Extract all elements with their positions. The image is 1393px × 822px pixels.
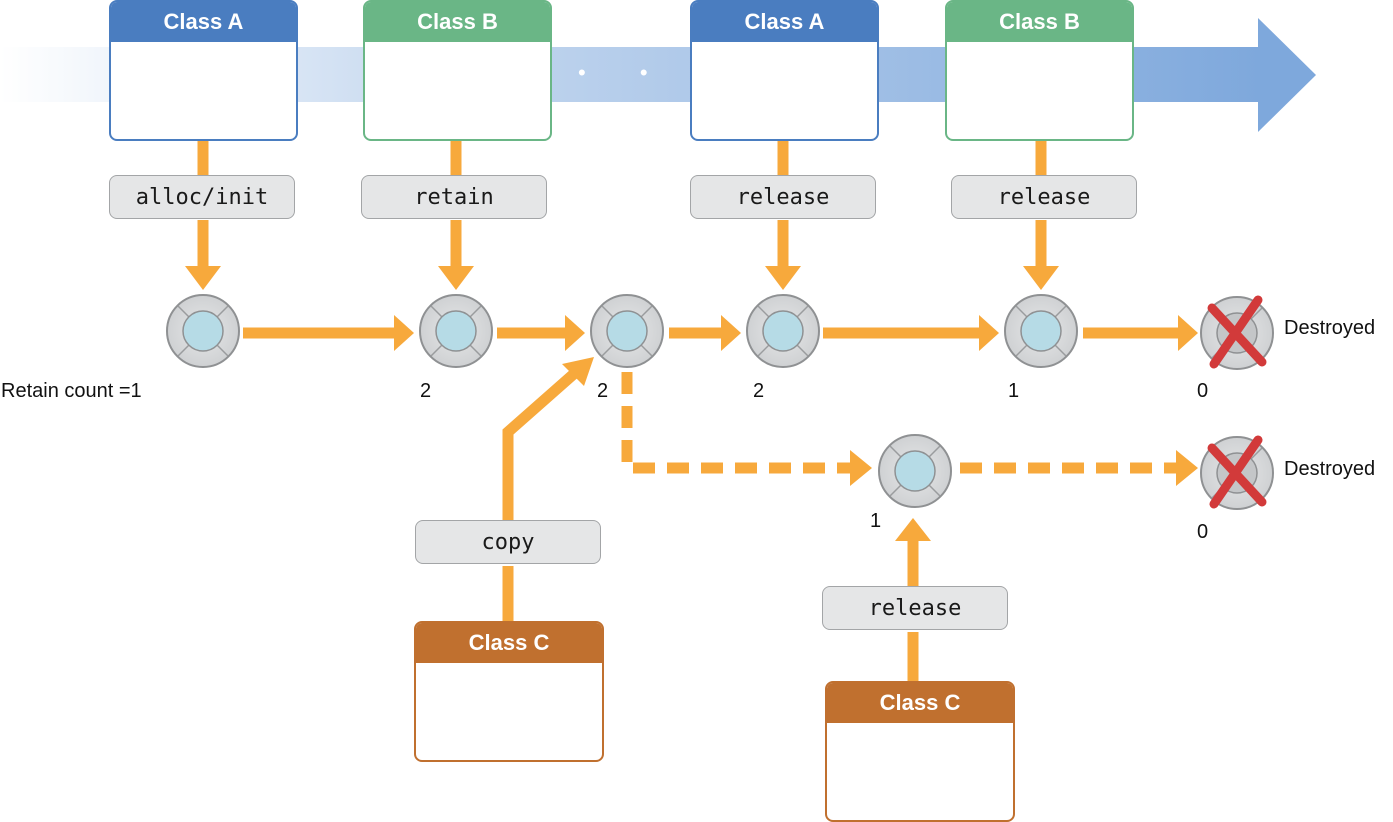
method-arrowheads: [185, 266, 1059, 290]
class-c-title: Class C: [416, 623, 602, 663]
main-flow-arrowheads: [394, 315, 1198, 351]
class-b-title: Class B: [947, 2, 1132, 42]
class-a-box: Class A: [109, 0, 298, 141]
class-c-title: Class C: [827, 683, 1013, 723]
retain-count-label: 0: [1197, 380, 1209, 402]
release-message: release: [951, 175, 1137, 219]
retain-message: retain: [361, 175, 547, 219]
timeline-ellipsis: • • •: [578, 60, 734, 85]
object-node: [166, 294, 240, 368]
alloc-init-message: alloc/init: [109, 175, 295, 219]
retain-count-label: 0: [1197, 521, 1209, 543]
object-copy-node: [878, 434, 952, 508]
copy-message: copy: [415, 520, 601, 564]
release-c-flow: [895, 518, 931, 682]
class-b-box: Class B: [363, 0, 552, 141]
destroyed-x-icon: [1207, 435, 1267, 509]
object-node: [590, 294, 664, 368]
class-c-box: Class C: [825, 681, 1015, 822]
method-connectors: [197, 140, 1047, 268]
class-c-box: Class C: [414, 621, 604, 762]
class-b-title: Class B: [365, 2, 550, 42]
destroyed-node: [1200, 435, 1274, 510]
object-node: [419, 294, 493, 368]
retain-count-label: 1: [870, 510, 882, 532]
retain-count-label: 2: [597, 380, 609, 402]
retain-count-label: 1: [1008, 380, 1020, 402]
release-message: release: [822, 586, 1008, 630]
copy-flow: [502, 357, 594, 622]
copy-branch-dashed: [621, 372, 1198, 486]
class-a-box: Class A: [690, 0, 879, 141]
destroyed-x-icon: [1207, 295, 1267, 369]
destroyed-label: Destroyed: [1284, 317, 1376, 339]
retain-count-label: 2: [420, 380, 432, 402]
class-a-title: Class A: [111, 2, 296, 42]
object-node: [1004, 294, 1078, 368]
release-message: release: [690, 175, 876, 219]
retain-count-label: 2: [753, 380, 765, 402]
class-a-title: Class A: [692, 2, 877, 42]
destroyed-label: Destroyed: [1284, 458, 1376, 480]
retain-count-label: Retain count =1: [1, 380, 142, 402]
destroyed-node: [1200, 295, 1274, 370]
object-node: [746, 294, 820, 368]
class-b-box: Class B: [945, 0, 1134, 141]
